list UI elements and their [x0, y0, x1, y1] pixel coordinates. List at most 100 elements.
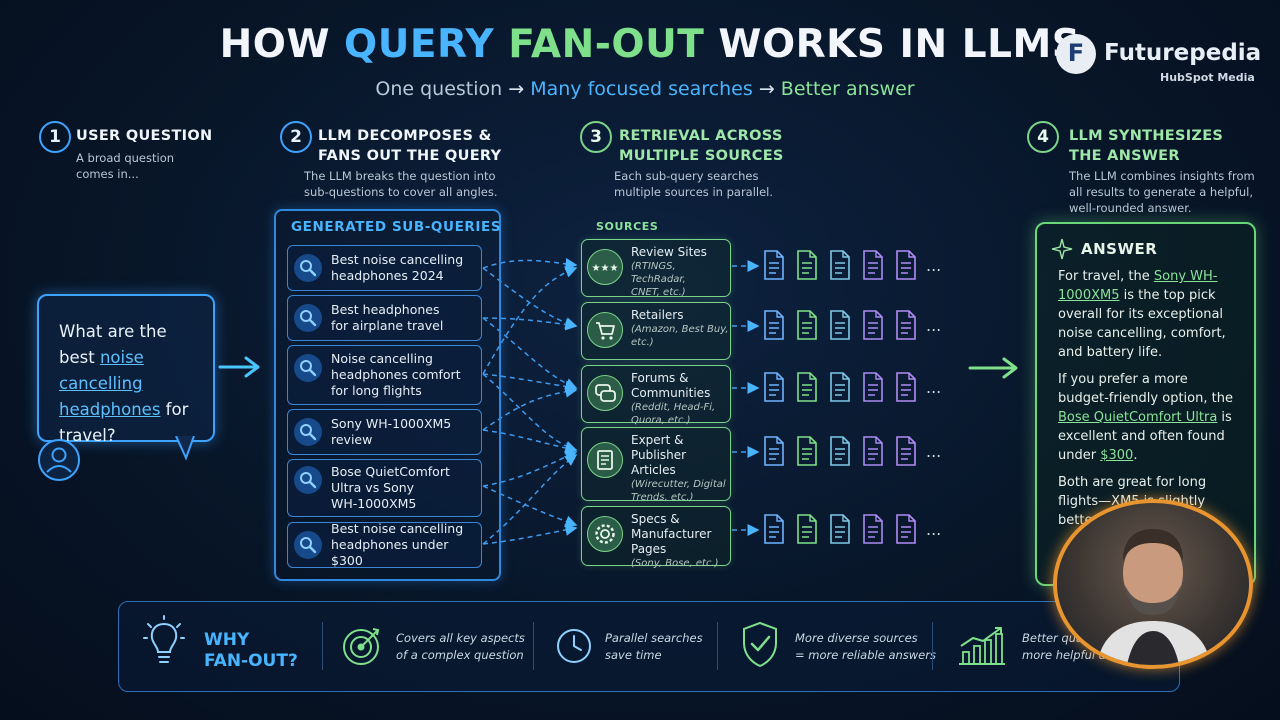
divider [322, 622, 323, 670]
presenter-webcam [1053, 499, 1253, 669]
document-icon [829, 436, 851, 470]
document-icon [796, 514, 818, 548]
step-3-number: 3 [580, 121, 612, 153]
document-icon [862, 372, 884, 406]
brand-name: Futurepedia [1104, 40, 1262, 66]
step-1-number: 1 [39, 121, 71, 153]
document-icon [763, 514, 785, 548]
user-question-bubble: What are the best noise cancelling headp… [37, 294, 215, 445]
document-icon [829, 372, 851, 406]
document-icon [895, 436, 917, 470]
document-icon [763, 250, 785, 284]
more-documents-ellipsis: ... [926, 378, 942, 397]
document-icon [862, 310, 884, 344]
sub-queries-label: GENERATED SUB-QUERIES [291, 219, 502, 235]
benefit-diverse-sources: More diverse sources= more reliable answ… [795, 631, 936, 662]
document-icon [895, 310, 917, 344]
step-2-title: LLM DECOMPOSES &FANS OUT THE QUERY [318, 128, 502, 164]
arrow-icon: → [758, 78, 775, 100]
source-forums-communities: Forums & Communities(Reddit, Head-Fi,Quo… [581, 365, 731, 426]
futurepedia-logo-icon: F [1056, 34, 1096, 74]
search-icon [294, 418, 322, 446]
document-icon [862, 514, 884, 548]
answer-paragraph-1: For travel, the Sony WH-1000XM5 is the t… [1058, 269, 1226, 360]
page-title: HOW QUERY FAN-OUT WORKS IN LLMS [219, 22, 1081, 67]
svg-text:★★★: ★★★ [592, 263, 619, 274]
document-icon [895, 514, 917, 548]
step-4-number: 4 [1027, 121, 1059, 153]
answer-title: ANSWER [1081, 240, 1158, 258]
divider [533, 622, 534, 670]
more-documents-ellipsis: ... [926, 442, 942, 461]
gear-icon [587, 516, 623, 552]
lightbulb-icon [143, 615, 185, 663]
why-fan-out-panel [118, 601, 1180, 692]
stars-icon: ★★★ [587, 249, 623, 285]
sub-queries-panel [274, 209, 501, 581]
step-1-title: USER QUESTION [76, 128, 213, 144]
chat-icon [587, 375, 623, 411]
document-icon [895, 250, 917, 284]
source-review-sites: ★★★ Review Sites(RTINGS, TechRadar,CNET,… [581, 239, 731, 298]
shield-check-icon [743, 621, 777, 668]
search-icon [294, 354, 322, 382]
growth-chart-icon [959, 627, 1005, 665]
document-icon [763, 436, 785, 470]
document-icon [796, 310, 818, 344]
step-2-number: 2 [280, 121, 312, 153]
search-icon [294, 254, 322, 282]
divider [932, 622, 933, 670]
arrow-right-icon [218, 356, 260, 378]
arrow-right-icon [968, 357, 1018, 379]
user-question-text: What are the best noise cancelling headp… [59, 322, 189, 445]
speech-tail-icon [175, 436, 195, 461]
document-icon [862, 436, 884, 470]
document-icon [829, 514, 851, 548]
cart-icon [587, 312, 623, 348]
arrow-icon: → [508, 78, 525, 100]
user-avatar-icon [38, 439, 80, 481]
search-icon [294, 304, 322, 332]
sources-label: SOURCES [596, 220, 659, 233]
source-retailers: Retailers(Amazon, Best Buy,etc.) [581, 302, 731, 360]
article-icon [587, 442, 623, 478]
more-documents-ellipsis: ... [926, 316, 942, 335]
page-subtitle: One question → Many focused searches → B… [375, 78, 915, 100]
document-icon [763, 310, 785, 344]
document-icon [895, 372, 917, 406]
document-icon [829, 310, 851, 344]
document-icon [862, 250, 884, 284]
clock-icon [557, 629, 591, 663]
document-icon [763, 372, 785, 406]
target-icon [343, 628, 380, 665]
more-documents-ellipsis: ... [926, 256, 942, 275]
document-icon [796, 436, 818, 470]
document-icon [796, 250, 818, 284]
sparkle-icon [1051, 238, 1073, 260]
search-icon [294, 531, 322, 559]
divider [717, 622, 718, 670]
search-icon [294, 466, 322, 494]
document-icon [829, 250, 851, 284]
answer-paragraph-2: If you prefer a more budget-friendly opt… [1058, 372, 1233, 463]
presenter-silhouette [1097, 529, 1211, 665]
more-documents-ellipsis: ... [926, 520, 942, 539]
